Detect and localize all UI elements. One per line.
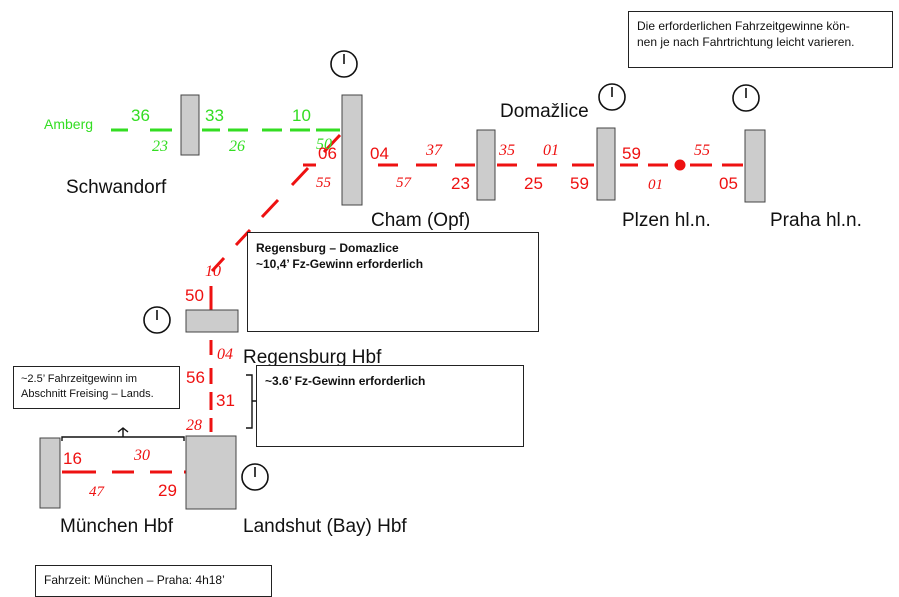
time-label: 55 bbox=[694, 142, 710, 159]
time-label: 55 bbox=[316, 175, 332, 191]
note-line: Abschnitt Freising – Lands. bbox=[21, 388, 154, 400]
time-label: 16 bbox=[63, 449, 82, 468]
landshut-block bbox=[185, 435, 237, 510]
travel-time-text: Fahrzeit: München – Praha: 4h18’ bbox=[44, 573, 225, 587]
station-praha: Praha hl.n. bbox=[770, 210, 862, 231]
note-title: Regensburg – Domazlice bbox=[256, 241, 399, 255]
clock-icon bbox=[732, 84, 760, 112]
time-label: 10 bbox=[292, 106, 311, 125]
time-label: 04 bbox=[217, 346, 233, 363]
route-marker-dot bbox=[674, 159, 686, 171]
station-regensburg: Regensburg Hbf bbox=[243, 347, 382, 368]
time-label: 56 bbox=[186, 368, 205, 387]
station-muenchen: München Hbf bbox=[60, 516, 174, 537]
station-plzen: Plzen hl.n. bbox=[622, 210, 711, 231]
station-cham: Cham (Opf) bbox=[371, 210, 470, 231]
praha-block bbox=[744, 129, 766, 203]
time-label: 31 bbox=[216, 391, 235, 410]
note-gain: ~10,4’ Fz-Gewinn erforderlich bbox=[256, 257, 424, 271]
time-label: 10 bbox=[205, 263, 221, 280]
note-direction-variance: Die erforderlichen Fahrzeitgewinne kön- … bbox=[628, 11, 893, 68]
station-amberg: Amberg bbox=[44, 116, 93, 132]
station-schwandorf: Schwandorf bbox=[66, 177, 167, 198]
route-segment bbox=[290, 166, 310, 187]
note-lower-gain: ~3.6’ Fz-Gewinn erforderlich bbox=[256, 365, 524, 447]
time-label: 36 bbox=[131, 106, 150, 125]
time-label: 06 bbox=[318, 144, 337, 163]
time-label: 59 bbox=[622, 144, 641, 163]
schwandorf-block bbox=[180, 94, 200, 156]
note-gain: ~3.6’ Fz-Gewinn erforderlich bbox=[265, 374, 426, 388]
note-line: Die erforderlichen Fahrzeitgewinne kön- bbox=[637, 19, 850, 33]
clock-icon bbox=[143, 306, 171, 334]
clock-icon bbox=[330, 50, 358, 78]
station-landshut: Landshut (Bay) Hbf bbox=[243, 516, 407, 537]
note-freising: ~2.5’ Fahrzeitgewinn im Abschnitt Freisi… bbox=[13, 366, 180, 409]
junction-block bbox=[341, 94, 363, 206]
time-label: 50 bbox=[185, 286, 204, 305]
time-label: 33 bbox=[205, 106, 224, 125]
time-label: 28 bbox=[186, 417, 202, 434]
time-label: 59 bbox=[570, 174, 589, 193]
route-segment bbox=[322, 133, 342, 154]
note-regensburg-domazlice: Regensburg – Domazlice ~10,4’ Fz-Gewinn … bbox=[247, 232, 539, 332]
note-line: nen je nach Fahrtrichtung leicht variere… bbox=[637, 35, 855, 49]
route-segment bbox=[260, 198, 280, 219]
cham-block bbox=[476, 129, 496, 201]
time-label: 37 bbox=[425, 142, 443, 159]
note-line: ~2.5’ Fahrzeitgewinn im bbox=[21, 373, 138, 385]
time-label: 50 bbox=[316, 136, 332, 153]
time-label: 25 bbox=[524, 174, 543, 193]
time-label: 01 bbox=[648, 177, 663, 193]
time-label: 35 bbox=[498, 142, 515, 159]
station-domazlice: Domažlice bbox=[500, 101, 589, 122]
time-label: 26 bbox=[229, 138, 245, 155]
regensburg-block bbox=[185, 309, 239, 333]
route-segment bbox=[210, 256, 226, 273]
time-label: 30 bbox=[133, 447, 150, 464]
muenchen-block bbox=[39, 437, 61, 509]
time-label: 23 bbox=[451, 174, 470, 193]
freising-bracket bbox=[61, 427, 185, 441]
note-travel-time: Fahrzeit: München – Praha: 4h18’ bbox=[35, 565, 272, 597]
clock-icon bbox=[598, 83, 626, 111]
time-label: 01 bbox=[543, 142, 559, 159]
time-label: 29 bbox=[158, 481, 177, 500]
time-label: 05 bbox=[719, 174, 738, 193]
time-label: 47 bbox=[89, 484, 106, 500]
time-label: 23 bbox=[152, 138, 168, 155]
clock-icon bbox=[241, 463, 269, 491]
time-label: 04 bbox=[370, 144, 389, 163]
time-label: 57 bbox=[396, 175, 413, 191]
red-route-line bbox=[62, 133, 743, 474]
domazlice-block bbox=[596, 127, 616, 201]
